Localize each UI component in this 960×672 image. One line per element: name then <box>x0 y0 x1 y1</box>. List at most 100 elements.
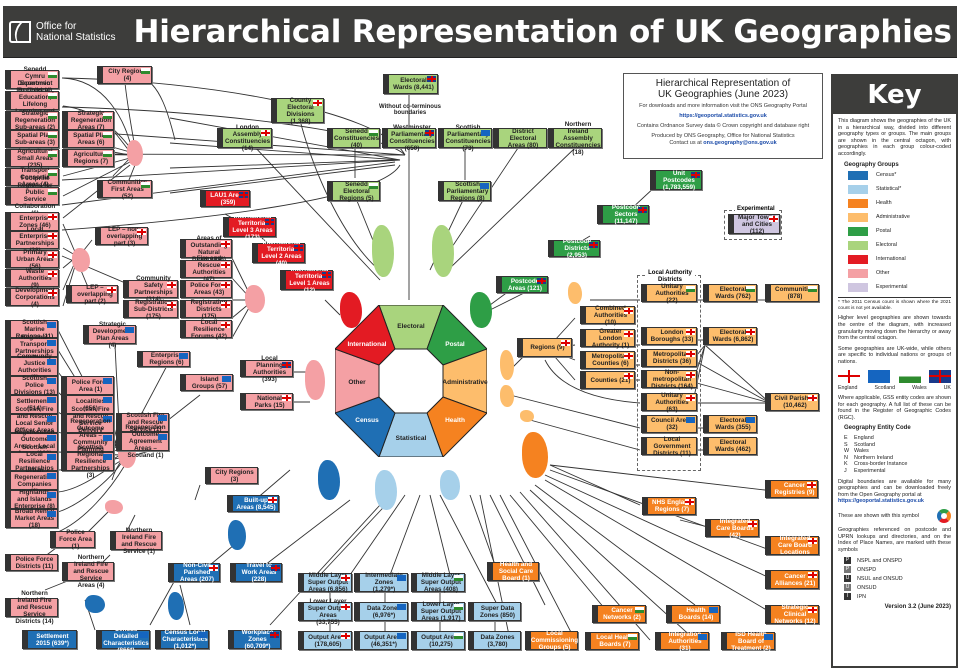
node-registration-sub-districts[interactable]: Registration Sub-Districts (175) <box>123 299 178 320</box>
node-community-safety-partnerships[interactable]: Community Safety Partnerships (314) <box>123 275 178 303</box>
node-travel-to-work-areas[interactable]: Travel to Work Areas (228) <box>230 562 282 583</box>
node-national-parks[interactable]: National Parks (15) <box>240 393 293 410</box>
node-itl1-areas[interactable]: International Territorial Level 1 Areas … <box>280 266 333 294</box>
node-senedd-electoral-regions[interactable]: Senedd Electoral Regions (5) <box>327 181 380 202</box>
node-spatial-plan-areas[interactable]: Spatial Plan Areas (6) <box>62 130 114 148</box>
node-registration-districts[interactable]: Registration Districts (175) <box>180 299 232 320</box>
node-census-local-characteristics[interactable]: Census Local Characteristics (1,012*) <box>155 629 209 650</box>
node-built-up-areas[interactable]: Built-up Areas (8,545) <box>227 495 279 512</box>
node-island-groups[interactable]: Island Groups (57) <box>180 374 233 391</box>
node-electoral-wards-uk[interactable]: Electoral Wards (8,441) <box>383 74 438 94</box>
node-council-areas[interactable]: Council Areas (32) <box>641 415 697 433</box>
node-regional-transport-partnerships[interactable]: Regional Transport Partnerships (7) <box>5 334 58 362</box>
node-intermediate-zones[interactable]: Intermediate Zones (1,279*) <box>354 572 408 593</box>
node-data-zones-scotland[interactable]: Data Zones (6,976*) <box>354 602 408 621</box>
node-enterprise-zones[interactable]: Enterprise Zones (46) <box>5 212 59 231</box>
node-localities[interactable]: Localities (656) <box>61 395 114 414</box>
node-fire-and-rescue-authorities[interactable]: Fire and Rescue Authorities (47) <box>180 255 232 283</box>
node-dcells[interactable]: Department for Children, Education, Life… <box>5 80 59 122</box>
node-westminster-constituencies[interactable]: Westminster Parliamentary Constituencies… <box>382 124 436 152</box>
node-transport-consortia-areas[interactable]: Transport Consortia Areas (4) <box>5 167 59 188</box>
node-electoral-wards-wales[interactable]: Electoral Wards (762) <box>703 284 757 302</box>
geoportal-link[interactable]: https://geoportal.statistics.gov.uk <box>679 113 767 119</box>
node-strategic-regeneration-areas[interactable]: Strategic Regeneration Areas (7) <box>62 110 114 131</box>
node-integrated-care-boards[interactable]: Integrated Care Boards (42) <box>705 518 759 539</box>
node-scottish-police-divisions[interactable]: Scottish Police Divisions (13) <box>5 375 58 396</box>
node-msoa-wales[interactable]: Middle Layer Super Output Areas (408) <box>411 572 465 593</box>
node-sub-icb-locations[interactable]: Sub-Integrated Care Board Locations (106… <box>765 528 819 563</box>
node-counties[interactable]: Counties (21) <box>580 371 635 389</box>
node-lep-non-overlapping[interactable]: LEP – non-overlapping part (3) <box>95 226 148 247</box>
node-ni-police-force-area[interactable]: Police Force Area (1) <box>50 529 95 550</box>
node-isd-health-board-of-treatment[interactable]: ISD Health Board of Treatment (2) <box>721 631 775 652</box>
node-settlement-2015[interactable]: Settlement 2015 (639*) <box>22 630 77 649</box>
node-local-government-districts[interactable]: Local Government Districts (11) <box>641 436 697 457</box>
node-cancer-alliances[interactable]: Cancer Alliances (21) <box>765 570 819 589</box>
node-lep-overlapping[interactable]: LEP – overlapping part (2) <box>66 284 118 305</box>
node-primary-urban-areas[interactable]: Primary Urban Areas (56) <box>5 249 59 270</box>
node-local-resilience-forums[interactable]: Local Resilience Forums (42) <box>180 319 232 340</box>
node-spatial-plan-sub-areas[interactable]: Spatial Plan Sub-areas (3) <box>5 130 59 148</box>
node-unitary-authorities-wales[interactable]: Unitary Authorities (22) <box>641 283 697 304</box>
node-highlands-and-islands-enterprise[interactable]: Highlands and Islands Enterprise (8) <box>5 489 58 510</box>
node-enterprise-regions[interactable]: Enterprise Regions (6) <box>137 351 190 367</box>
node-electoral-wards-ni[interactable]: Electoral Wards (462) <box>703 437 757 455</box>
node-scottish-marine-regions[interactable]: Scottish Marine Regions (11) <box>5 319 58 340</box>
node-strategic-development-plan-areas[interactable]: Strategic Development Plan Areas (4) <box>83 321 136 349</box>
node-settlements[interactable]: Settlements (514) <box>5 395 58 414</box>
node-regeneration-outcome-agreement-areas[interactable]: Regeneration Outcome Agreement Areas – S… <box>116 424 169 459</box>
node-postcode-sectors[interactable]: Postcode Sectors (11,147) <box>597 204 649 225</box>
node-electoral-wards-scotland[interactable]: Electoral Wards (355) <box>703 415 757 433</box>
node-nhs-england-regions[interactable]: NHS England Regions (7) <box>642 497 696 515</box>
node-development-corporations[interactable]: Development Corporations (4) <box>5 287 59 308</box>
node-health-and-social-care-board[interactable]: Health and Social Care Board (1) <box>487 561 539 582</box>
node-greater-london-authority[interactable]: Greater London Authority (1) <box>580 328 635 349</box>
node-major-towns-and-cities[interactable]: Major Towns and Cities (112) <box>728 214 780 235</box>
node-non-civil-parished-areas[interactable]: Non-Civil Parished Areas (207) <box>168 562 220 583</box>
node-postcode-areas[interactable]: Postcode Areas (121) <box>496 276 548 293</box>
node-waste-authorities[interactable]: Waste Authorities (9) <box>5 268 59 289</box>
node-combined-authorities[interactable]: Combined Authorities (10) <box>580 305 635 326</box>
contact-email-link[interactable]: ons.geography@ons.gov.uk <box>703 140 777 146</box>
node-strategic-regeneration-sub-areas[interactable]: Strategic Regeneration Sub-areas (2) <box>5 110 59 131</box>
node-london-boroughs[interactable]: London Boroughs (33) <box>641 327 697 345</box>
node-sfrs-local-senior-officer-areas[interactable]: Scottish Fire and Rescue Local Senior Of… <box>5 406 58 441</box>
node-ni-fire-and-rescue-areas[interactable]: Northern Ireland Fire and Rescue Service… <box>62 554 114 589</box>
node-scottish-parliamentary-constituencies[interactable]: Scottish Parliamentary Constituencies (7… <box>438 124 492 152</box>
node-super-data-zones[interactable]: Super Data Zones (850) <box>468 602 521 621</box>
node-output-areas-scotland[interactable]: Output Areas (46,351*) <box>354 631 408 650</box>
node-workplace-zones[interactable]: Workplace Zones (60,709*) <box>228 629 281 650</box>
node-health-boards[interactable]: Health Boards (14) <box>666 605 720 623</box>
node-unit-postcodes[interactable]: Unit Postcodes (1,783,559) <box>650 170 702 191</box>
node-communities-first-areas[interactable]: Communities First Areas (52) <box>97 179 152 200</box>
node-electoral-wards-england[interactable]: Electoral Wards (6,862) <box>703 327 757 345</box>
node-district-electoral-areas[interactable]: District Electoral Areas (80) <box>493 128 547 149</box>
node-senedd-constituencies[interactable]: Senedd Constituencies (40) <box>327 128 380 149</box>
node-metropolitan-districts[interactable]: Metropolitan Districts (36) <box>641 349 697 367</box>
node-sfrs-delivery-areas[interactable]: Scottish Fire and Rescue Service Deliver… <box>61 406 114 441</box>
node-scotland-police-force-area[interactable]: Police Force Area (1) <box>61 376 114 395</box>
node-census-detailed-characteristics[interactable]: Census Detailed Characteristics (866*) <box>96 626 150 654</box>
node-output-areas-wales[interactable]: Output Areas (10,275) <box>411 631 465 650</box>
boundaries-link[interactable]: https://geoportal.statistics.gov.uk <box>838 498 924 505</box>
node-police-force-districts[interactable]: Police Force Districts (11) <box>5 554 58 571</box>
node-scottish-fire-and-rescue-service[interactable]: Scottish Fire and Rescue Service (1) <box>116 412 169 433</box>
node-local-health-boards[interactable]: Local Health Boards (7) <box>585 632 639 650</box>
node-regions[interactable]: Regions (9) <box>517 338 572 357</box>
node-scottish-parliamentary-regions[interactable]: Scottish Parliamentary Regions (8) <box>438 181 491 202</box>
node-aonb[interactable]: Areas of Outstanding Natural Beauty (38) <box>180 235 232 263</box>
node-scottish-local-resilience-partnerships[interactable]: Scottish Local Resilience Partnerships (… <box>5 444 58 479</box>
node-cancer-registries[interactable]: Cancer Registries (9) <box>765 480 818 498</box>
node-msoa-england[interactable]: Middle Layer Super Output Areas (6,856) <box>298 572 352 593</box>
node-scottish-regional-resilience-partnerships[interactable]: Scottish Regional Resilience Partnership… <box>61 444 114 479</box>
node-strategic-clinical-networks[interactable]: Strategic Clinical Networks (12) <box>765 604 819 625</box>
node-lsoa-wales[interactable]: Lower Layer Super Output Areas (1,917) <box>411 601 465 622</box>
node-urban-regeneration-companies[interactable]: Urban Regeneration Companies (6) <box>5 467 58 495</box>
node-ni-assembly-constituencies[interactable]: Northern Ireland Assembly Constituencies… <box>548 121 602 156</box>
node-wales-city-regions[interactable]: City Regions (4) <box>97 66 152 84</box>
node-output-areas-england[interactable]: Output Areas (178,605) <box>298 631 352 650</box>
node-lau1-areas[interactable]: LAU1 Areas (359) <box>200 190 250 207</box>
node-local-enterprise-partnerships[interactable]: Local Enterprise Partnerships (38) <box>5 226 59 254</box>
node-itl3-areas[interactable]: International Territorial Level 3 Areas … <box>223 213 276 241</box>
node-agricultural-regions[interactable]: Agricultural Regions (7) <box>62 149 114 167</box>
